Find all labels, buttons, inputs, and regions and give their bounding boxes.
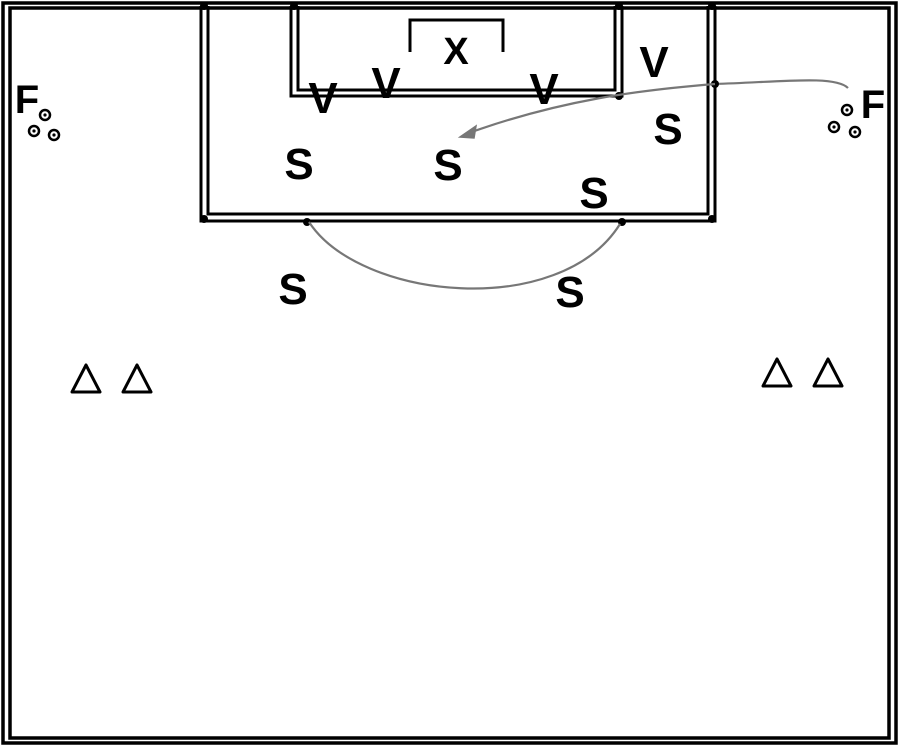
- corner-dot: [290, 2, 298, 10]
- triangle-cone-icon: [812, 357, 844, 388]
- cross-pass-arrow: [465, 82, 716, 136]
- goal-area: [289, 6, 624, 98]
- defender-label: V: [308, 74, 338, 123]
- triangle-cone-icon: [70, 363, 102, 394]
- triangle-cone-icon: [761, 357, 793, 388]
- penalty-arc: [308, 221, 621, 290]
- corner-dot: [200, 2, 208, 10]
- penalty-area-inner: [206, 6, 710, 216]
- striker-label: S: [579, 169, 608, 218]
- triangle-cone-icon: [121, 363, 153, 394]
- striker-label: S: [433, 141, 462, 190]
- goal-area-inner: [296, 6, 617, 92]
- feeder-label: F: [15, 78, 39, 122]
- corner-dot: [303, 218, 311, 226]
- striker-label: S: [278, 265, 307, 314]
- ball-icon: [27, 108, 61, 142]
- arrow-head-icon: [457, 124, 478, 139]
- striker-label: S: [284, 140, 313, 189]
- feeder-run-line: [714, 79, 849, 89]
- field-boundary-inner: [8, 6, 891, 740]
- corner-dot: [708, 2, 716, 10]
- corner-dot: [708, 215, 716, 223]
- corner-dot: [200, 215, 208, 223]
- defender-label: V: [529, 65, 559, 114]
- striker-label: S: [555, 268, 584, 317]
- defender-label: V: [639, 38, 669, 87]
- striker-label: S: [653, 105, 682, 154]
- goalkeeper-label: X: [443, 31, 469, 73]
- feeder-label: F: [861, 83, 885, 127]
- ball-icon: [827, 103, 862, 139]
- corner-dot: [615, 2, 623, 10]
- goal: [408, 18, 505, 52]
- defender-label: V: [371, 59, 401, 108]
- penalty-area: [199, 6, 717, 223]
